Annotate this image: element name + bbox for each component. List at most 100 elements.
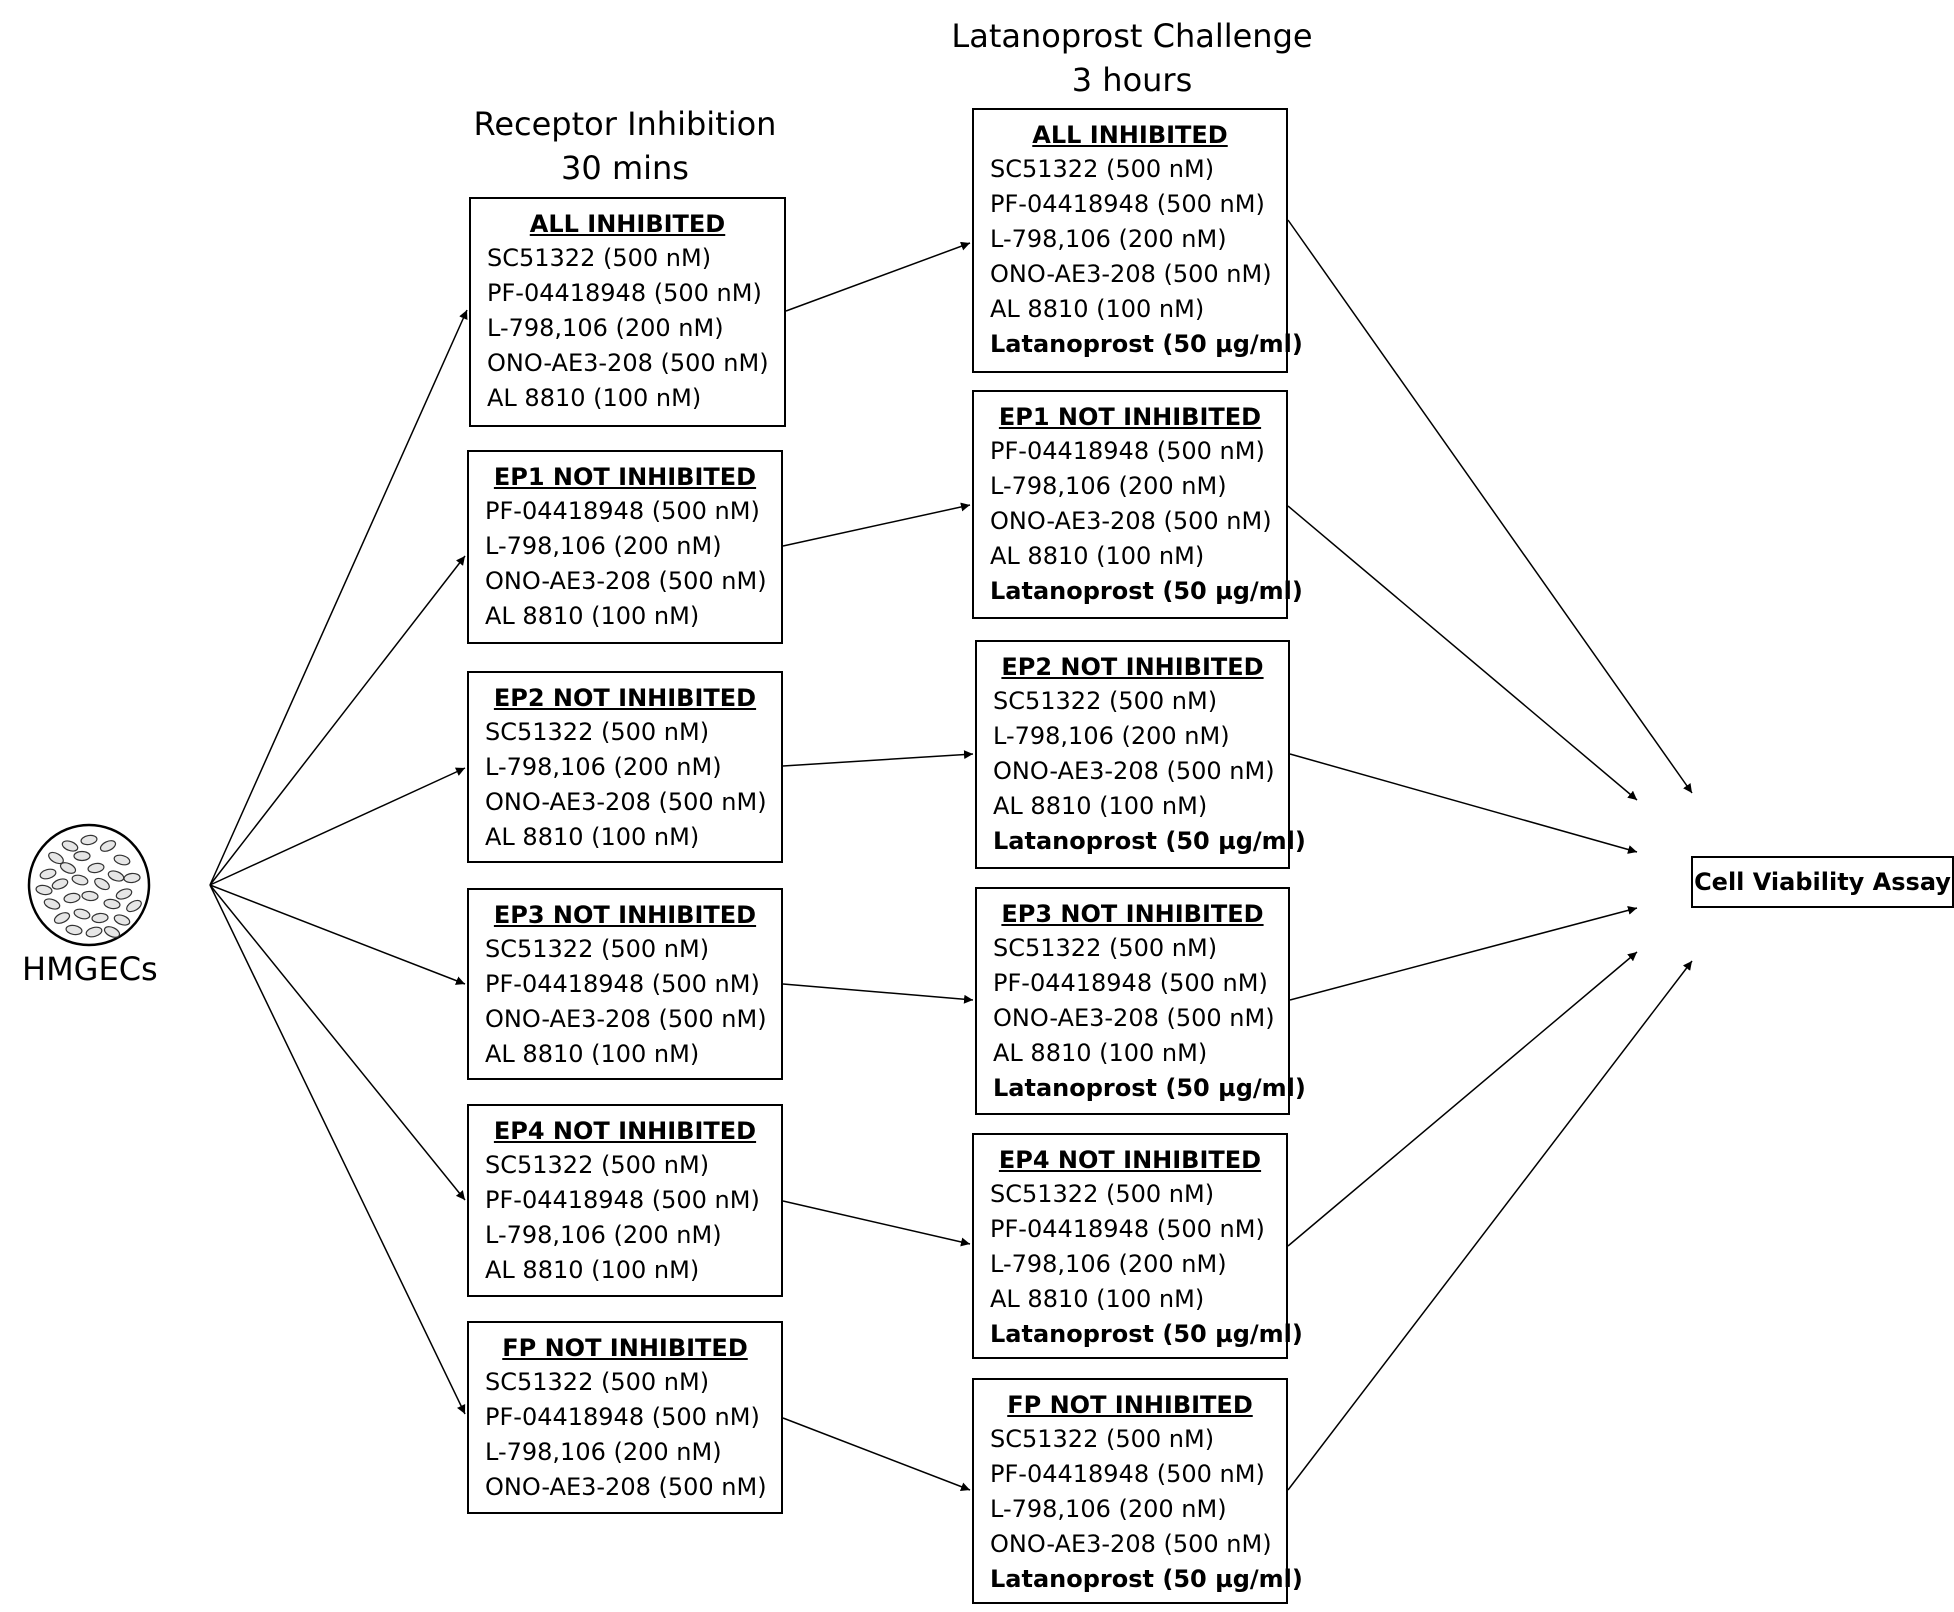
compound-line: AL 8810 (100 nM) [990, 295, 1205, 323]
latanoprost-line: Latanoprost (50 µg/ml) [993, 1074, 1306, 1102]
box-title: EP2 NOT INHIBITED [493, 684, 757, 712]
compound-line: PF-04418948 (500 nM) [487, 279, 762, 307]
cell-shape [48, 851, 64, 865]
compound-line: PF-04418948 (500 nM) [485, 1186, 760, 1214]
cell-shape [63, 892, 81, 904]
arrow-inhibition-to-challenge-fp [782, 1417, 971, 1491]
inhibition-box-ep2-not-inhibited: EP2 NOT INHIBITED SC51322 (500 nM) L-798… [467, 671, 783, 863]
cell-shape [99, 840, 117, 852]
compound-line: ONO-AE3-208 (500 nM) [990, 507, 1272, 535]
compound-line: SC51322 (500 nM) [485, 1368, 710, 1396]
compound-line: ONO-AE3-208 (500 nM) [993, 757, 1275, 785]
inhibition-heading: Receptor Inhibition 30 mins [460, 102, 790, 190]
inhibition-box-ep1-not-inhibited: EP1 NOT INHIBITED PF-04418948 (500 nM) L… [467, 450, 783, 644]
compound-line: ONO-AE3-208 (500 nM) [993, 1004, 1275, 1032]
compound-line: PF-04418948 (500 nM) [485, 970, 760, 998]
source-label: HMGECs [22, 950, 158, 988]
cell-shape [80, 834, 98, 846]
cell-viability-assay-box: Cell Viability Assay [1691, 856, 1954, 908]
compound-line: SC51322 (500 nM) [990, 1180, 1215, 1208]
arrow-inhibition-to-challenge-ep1 [782, 502, 971, 547]
arrow-source-to-ep1 [209, 555, 466, 886]
compound-line: L-798,106 (200 nM) [485, 1438, 722, 1466]
compound-line: AL 8810 (100 nM) [485, 1040, 700, 1068]
challenge-box-ep3-not-inhibited: EP3 NOT INHIBITED SC51322 (500 nM) PF-04… [975, 887, 1306, 1115]
arrow-challenge-ep3-to-assay [1289, 905, 1638, 1001]
compound-line: L-798,106 (200 nM) [990, 472, 1227, 500]
box-title: EP3 NOT INHIBITED [493, 901, 757, 929]
cell-shape [81, 890, 99, 902]
arrow-challenge-ep4-to-assay [1287, 951, 1638, 1247]
compound-line: L-798,106 (200 nM) [990, 1250, 1227, 1278]
box-title: EP3 NOT INHIBITED [1001, 900, 1264, 928]
cell-shape [71, 874, 89, 886]
cell-shape [103, 898, 121, 910]
compound-line: PF-04418948 (500 nM) [993, 969, 1268, 997]
challenge-box-ep1-not-inhibited: EP1 NOT INHIBITED PF-04418948 (500 nM) L… [972, 390, 1303, 619]
cell-shape [65, 924, 83, 936]
cell-shape [91, 912, 109, 924]
compound-line: AL 8810 (100 nM) [990, 542, 1205, 570]
cell-shape [87, 862, 105, 874]
compound-line: ONO-AE3-208 (500 nM) [485, 788, 767, 816]
cell-shape [113, 854, 131, 866]
box-title: FP NOT INHIBITED [502, 1334, 748, 1362]
compound-line: ONO-AE3-208 (500 nM) [485, 567, 767, 595]
compound-line: SC51322 (500 nM) [485, 935, 710, 963]
cell-shape [113, 914, 131, 926]
arrow-inhibition-to-challenge-all [785, 241, 971, 312]
inhibition-heading-line1: Receptor Inhibition [473, 105, 777, 143]
box-title: FP NOT INHIBITED [1007, 1391, 1253, 1419]
box-title: ALL INHIBITED [529, 210, 726, 238]
compound-line: SC51322 (500 nM) [990, 1425, 1215, 1453]
latanoprost-line: Latanoprost (50 µg/ml) [993, 827, 1306, 855]
compound-line: SC51322 (500 nM) [487, 244, 712, 272]
challenge-heading-line2: 3 hours [1071, 61, 1193, 99]
arrow-source-to-ep4 [209, 884, 466, 1201]
arrow-source-to-fp [209, 884, 466, 1415]
box-title: EP1 NOT INHIBITED [998, 403, 1262, 431]
arrow-source-to-ep2 [209, 767, 466, 886]
arrow-inhibition-to-challenge-ep2 [782, 750, 974, 767]
latanoprost-line: Latanoprost (50 µg/ml) [990, 1320, 1303, 1348]
challenge-heading-line1: Latanoprost Challenge [951, 17, 1313, 55]
challenge-heading: Latanoprost Challenge 3 hours [950, 14, 1314, 102]
cell-shape [123, 872, 141, 884]
box-title: ALL INHIBITED [1032, 121, 1228, 149]
compound-line: AL 8810 (100 nM) [485, 823, 700, 851]
challenge-box-all-inhibited: ALL INHIBITED SC51322 (500 nM) PF-044189… [972, 108, 1303, 373]
challenge-box-fp-not-inhibited: FP NOT INHIBITED SC51322 (500 nM) PF-044… [972, 1378, 1303, 1604]
compound-line: PF-04418948 (500 nM) [990, 1215, 1265, 1243]
cell-shape [35, 884, 53, 896]
compound-line: ONO-AE3-208 (500 nM) [485, 1473, 767, 1501]
inhibition-box-ep4-not-inhibited: EP4 NOT INHIBITED SC51322 (500 nM) PF-04… [467, 1104, 783, 1297]
cell-shape [39, 868, 57, 880]
cell-shape [51, 878, 69, 890]
cell-shape [53, 912, 71, 924]
compound-line: AL 8810 (100 nM) [485, 602, 700, 630]
inhibition-heading-line2: 30 mins [561, 149, 689, 187]
latanoprost-line: Latanoprost (50 µg/ml) [990, 577, 1303, 605]
box-title: EP4 NOT INHIBITED [493, 1117, 757, 1145]
compound-line: AL 8810 (100 nM) [485, 1256, 700, 1284]
box-title: EP2 NOT INHIBITED [1001, 653, 1264, 681]
cell-dish-icon [27, 823, 151, 947]
compound-line: L-798,106 (200 nM) [990, 1495, 1227, 1523]
compound-line: ONO-AE3-208 (500 nM) [487, 349, 769, 377]
challenge-box-ep2-not-inhibited: EP2 NOT INHIBITED SC51322 (500 nM) L-798… [975, 640, 1306, 869]
compound-line: PF-04418948 (500 nM) [990, 1460, 1265, 1488]
compound-line: SC51322 (500 nM) [993, 934, 1218, 962]
box-title: EP4 NOT INHIBITED [998, 1146, 1262, 1174]
compound-line: AL 8810 (100 nM) [487, 384, 702, 412]
compound-line: AL 8810 (100 nM) [993, 1039, 1208, 1067]
arrow-challenge-ep2-to-assay [1289, 753, 1638, 854]
inhibition-box-fp-not-inhibited: FP NOT INHIBITED SC51322 (500 nM) PF-044… [467, 1321, 783, 1514]
arrow-challenge-all-to-assay [1287, 219, 1693, 794]
compound-line: SC51322 (500 nM) [990, 155, 1215, 183]
cell-shape [73, 850, 91, 862]
compound-line: L-798,106 (200 nM) [993, 722, 1230, 750]
compound-line: PF-04418948 (500 nM) [485, 1403, 760, 1431]
compound-line: ONO-AE3-208 (500 nM) [990, 260, 1272, 288]
compound-line: L-798,106 (200 nM) [485, 753, 722, 781]
